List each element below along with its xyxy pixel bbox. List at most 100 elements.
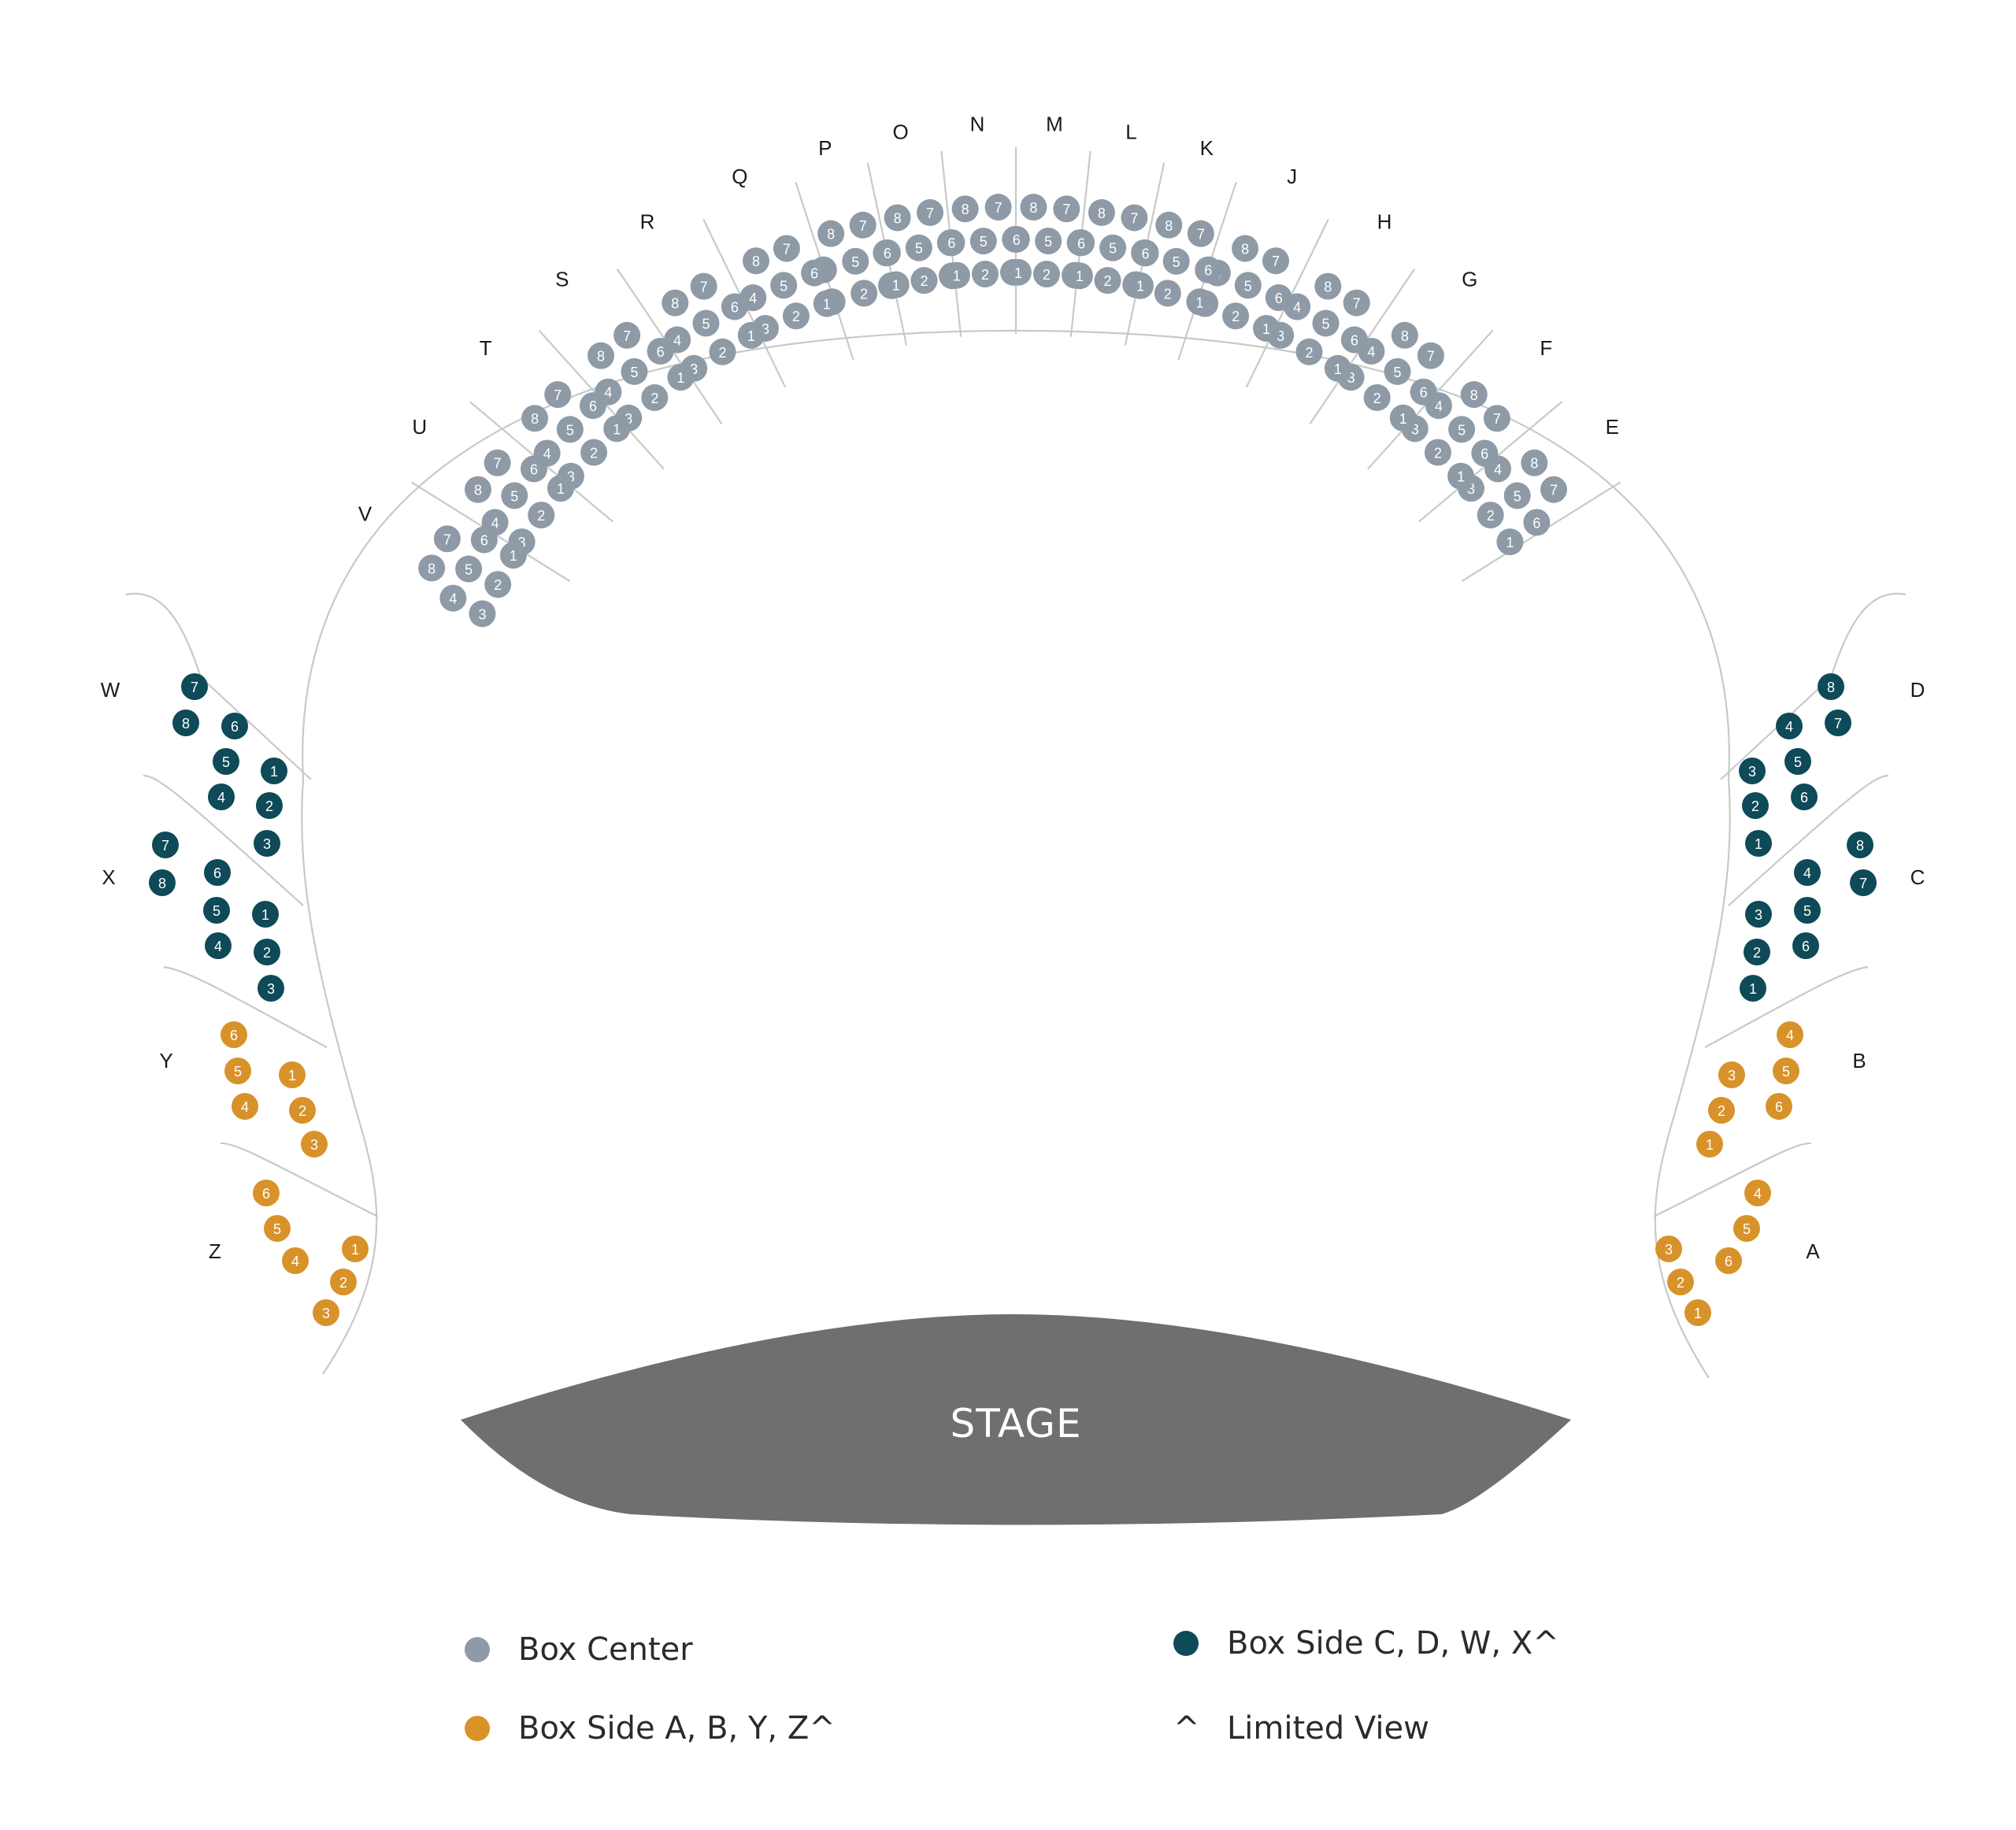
seat-A-4[interactable] <box>1744 1180 1771 1206</box>
seat-A-2[interactable] <box>1667 1269 1694 1295</box>
seat-J-6[interactable] <box>1265 284 1292 312</box>
seat-T-6[interactable] <box>580 392 607 420</box>
seat-V-6[interactable] <box>470 526 498 554</box>
seat-K-5[interactable] <box>1162 247 1190 275</box>
seat-W-6[interactable] <box>221 713 248 739</box>
seat-G-2[interactable] <box>1363 383 1391 411</box>
seat-S-6[interactable] <box>647 337 674 365</box>
seat-Q-7[interactable] <box>773 235 800 262</box>
seat-G-5[interactable] <box>1384 357 1411 385</box>
seat-K-6[interactable] <box>1195 256 1222 283</box>
seat-J-8[interactable] <box>1232 235 1259 262</box>
seat-X-2[interactable] <box>254 939 280 965</box>
seat-D-7[interactable] <box>1825 709 1851 736</box>
seat-E-8[interactable] <box>1521 449 1548 476</box>
seat-N-2[interactable] <box>972 261 999 288</box>
seat-P-7[interactable] <box>849 211 876 239</box>
seat-O-1[interactable] <box>943 261 970 289</box>
seat-W-2[interactable] <box>256 792 283 819</box>
seat-T-1[interactable] <box>603 415 631 443</box>
seat-F-8[interactable] <box>1460 381 1488 409</box>
seat-V-4[interactable] <box>439 584 467 612</box>
seat-O-7[interactable] <box>917 198 944 226</box>
seat-A-5[interactable] <box>1733 1215 1760 1242</box>
seat-E-6[interactable] <box>1523 509 1551 536</box>
seat-C-8[interactable] <box>1847 832 1873 858</box>
seat-R-5[interactable] <box>692 309 720 337</box>
seat-M-6[interactable] <box>1068 229 1095 257</box>
seat-K-8[interactable] <box>1155 211 1183 239</box>
seat-W-4[interactable] <box>208 783 235 810</box>
seat-X-4[interactable] <box>205 932 232 959</box>
seat-C-2[interactable] <box>1744 939 1770 965</box>
seat-A-3[interactable] <box>1655 1235 1682 1262</box>
seat-D-3[interactable] <box>1739 758 1766 784</box>
seat-J-1[interactable] <box>1253 314 1280 342</box>
seat-Z-5[interactable] <box>264 1215 291 1242</box>
seat-F-1[interactable] <box>1447 462 1475 490</box>
seat-V-7[interactable] <box>433 525 461 553</box>
seat-U-7[interactable] <box>484 449 511 476</box>
seat-B-5[interactable] <box>1773 1058 1799 1084</box>
seat-R-7[interactable] <box>690 272 717 300</box>
seat-J-5[interactable] <box>1234 272 1262 299</box>
seat-S-7[interactable] <box>613 321 641 349</box>
seat-P-8[interactable] <box>817 220 845 247</box>
seat-E-7[interactable] <box>1540 476 1568 503</box>
seat-L-6[interactable] <box>1132 239 1159 267</box>
seat-W-8[interactable] <box>172 709 199 736</box>
seat-V-5[interactable] <box>455 555 483 583</box>
seat-U-5[interactable] <box>501 482 528 509</box>
seat-R-8[interactable] <box>662 289 689 317</box>
seat-Y-3[interactable] <box>301 1131 328 1158</box>
seat-G-6[interactable] <box>1410 378 1437 406</box>
seat-X-5[interactable] <box>203 897 230 924</box>
seat-D-8[interactable] <box>1818 673 1844 700</box>
seat-C-3[interactable] <box>1745 901 1772 928</box>
seat-U-8[interactable] <box>464 476 491 503</box>
seat-W-3[interactable] <box>254 830 280 857</box>
seat-E-1[interactable] <box>1496 528 1524 556</box>
seat-K-7[interactable] <box>1187 220 1214 247</box>
box-N[interactable]: 32145687N <box>936 112 1032 290</box>
seat-M-1[interactable] <box>1065 262 1093 290</box>
seat-T-2[interactable] <box>580 439 608 466</box>
seat-Q-5[interactable] <box>770 272 798 299</box>
seat-X-7[interactable] <box>152 832 179 858</box>
seat-B-2[interactable] <box>1708 1097 1735 1124</box>
seat-H-1[interactable] <box>1324 354 1351 382</box>
seat-B-1[interactable] <box>1696 1131 1723 1158</box>
seat-V-1[interactable] <box>499 542 527 569</box>
seat-P-5[interactable] <box>842 247 869 275</box>
seat-E-5[interactable] <box>1503 482 1531 509</box>
seat-U-1[interactable] <box>547 475 574 502</box>
seat-Q-6[interactable] <box>801 259 828 287</box>
seat-N-1[interactable] <box>1004 258 1032 286</box>
seat-N-7[interactable] <box>984 194 1012 221</box>
seat-Z-3[interactable] <box>313 1299 339 1326</box>
seat-X-3[interactable] <box>258 975 284 1002</box>
seat-D-5[interactable] <box>1784 748 1811 775</box>
seat-R-1[interactable] <box>737 321 765 349</box>
seat-D-2[interactable] <box>1742 792 1769 819</box>
seat-A-1[interactable] <box>1684 1299 1711 1326</box>
seat-Z-1[interactable] <box>342 1235 369 1262</box>
seat-C-7[interactable] <box>1850 869 1877 896</box>
seat-E-2[interactable] <box>1477 502 1504 529</box>
seat-N-6[interactable] <box>1002 225 1030 253</box>
seat-R-6[interactable] <box>721 293 748 320</box>
